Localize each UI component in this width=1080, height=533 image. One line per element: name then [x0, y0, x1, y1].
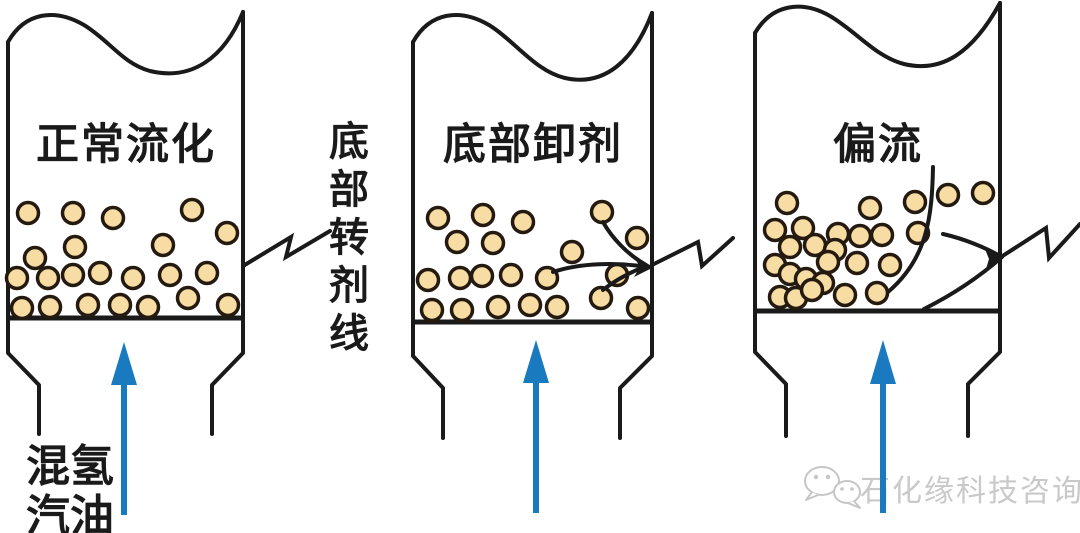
catalyst-particles-3 — [762, 180, 996, 311]
feed-stream-label-line1: 混氢 — [26, 442, 114, 491]
vessel-outline-2 — [411, 11, 654, 440]
feed-stream-label: 混氢 汽油 — [26, 442, 114, 533]
transfer-line-label: 底部转剂线 — [323, 120, 368, 360]
flow-curves-3 — [886, 165, 1004, 311]
catalyst-particles-2 — [415, 199, 651, 323]
transfer-line-break-3 — [999, 222, 1080, 263]
catalyst-particles-1 — [4, 197, 241, 321]
vessel-outline-1 — [6, 10, 245, 436]
vessel-label-normal-fluidization: 正常流化 — [36, 122, 216, 169]
vessel-outline-3 — [753, 1, 1002, 438]
watermark: 石化缘科技咨询 — [860, 466, 1080, 510]
wechat-icon — [804, 466, 861, 509]
vessel-label-flow-deviation: 偏流 — [833, 122, 923, 169]
transfer-line-break-1 — [241, 229, 332, 268]
feed-stream-label-line2: 汽油 — [26, 492, 114, 533]
watermark-text: 石化缘科技咨询 — [860, 475, 1080, 508]
outflow-arrowhead-3 — [985, 249, 1006, 269]
feed-arrow-2 — [523, 340, 549, 513]
feed-arrow-1 — [111, 342, 137, 515]
vessel-label-bottom-unloading: 底部卸剂 — [443, 122, 623, 169]
outflow-arrowhead-2 — [634, 257, 654, 277]
flow-curves-2 — [551, 220, 648, 292]
transfer-line-break-2 — [650, 236, 735, 270]
